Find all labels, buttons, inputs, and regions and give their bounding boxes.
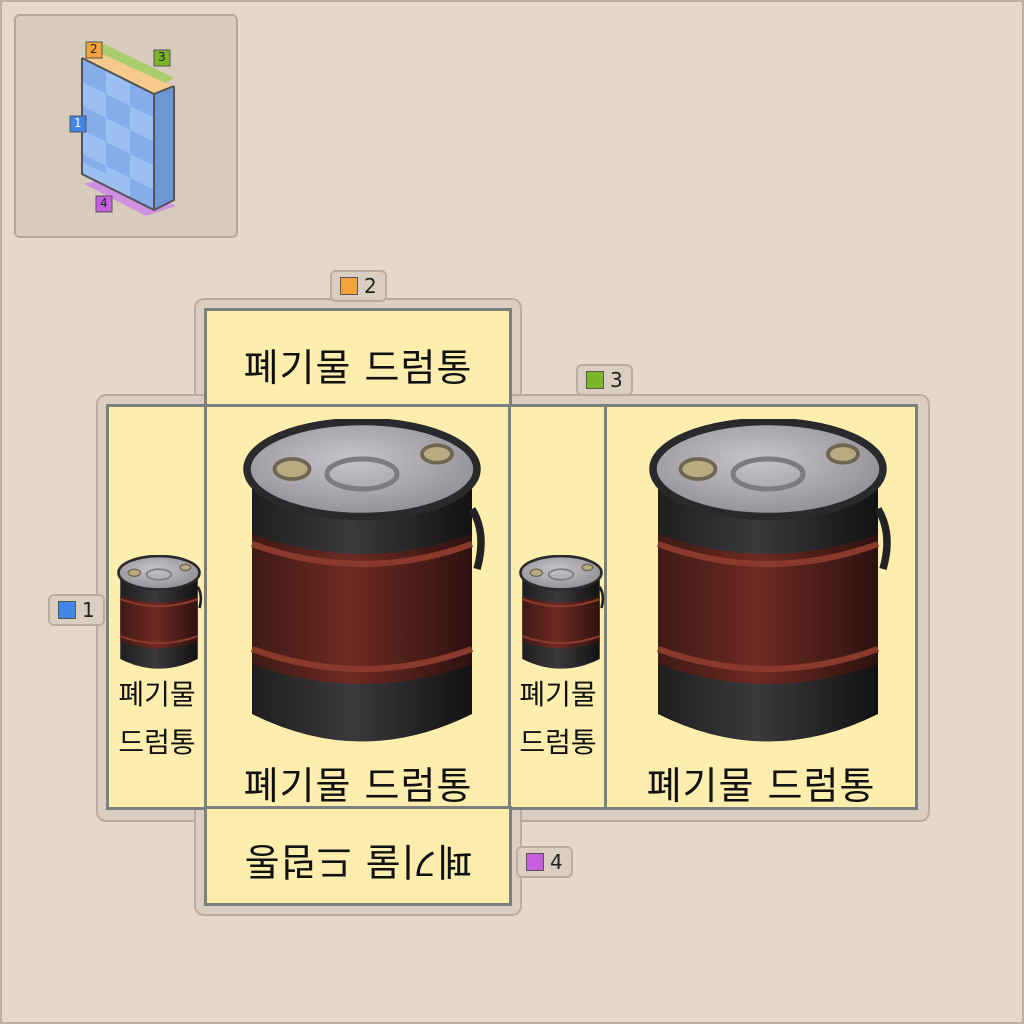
- tab-face-3-label: 3: [610, 368, 623, 392]
- tab-face-3[interactable]: 3: [576, 364, 633, 396]
- waste-drum-icon: [117, 555, 203, 670]
- face-4-swatch: [526, 853, 544, 871]
- panel-right-side[interactable]: 폐기물 드럼통: [508, 404, 608, 810]
- panel-back[interactable]: 폐기물 드럼통: [604, 404, 918, 810]
- panel-left-label-1: 폐기물: [118, 678, 196, 711]
- panel-top[interactable]: 폐기물 드럼통: [204, 308, 512, 408]
- panel-front-label: 폐기물 드럼통: [243, 764, 473, 808]
- tab-face-4[interactable]: 4: [516, 846, 573, 878]
- panel-right-label-1: 폐기물: [519, 678, 597, 711]
- preview-badge-4: 4: [100, 196, 108, 210]
- panel-bottom-label: 폐기물 드럼통: [243, 839, 473, 883]
- panel-top-label: 폐기물 드럼통: [243, 346, 473, 390]
- waste-drum-icon: [519, 555, 605, 670]
- box-preview-icon: [69, 41, 176, 216]
- face-2-swatch: [340, 277, 358, 295]
- tab-face-1[interactable]: 1: [48, 594, 105, 626]
- tab-face-4-label: 4: [550, 850, 563, 874]
- panel-back-label: 폐기물 드럼통: [646, 764, 876, 808]
- tab-face-2-label: 2: [364, 274, 377, 298]
- waste-drum-icon: [237, 419, 487, 759]
- box-preview: 2 3 1 4: [14, 14, 238, 238]
- preview-badge-1: 1: [74, 116, 82, 130]
- face-3-swatch: [586, 371, 604, 389]
- panel-bottom[interactable]: 폐기물 드럼통: [204, 806, 512, 906]
- tab-face-2[interactable]: 2: [330, 270, 387, 302]
- preview-badge-2: 2: [90, 42, 98, 56]
- face-1-swatch: [58, 601, 76, 619]
- panel-left-label-2: 드럼통: [118, 726, 196, 759]
- preview-badge-3: 3: [158, 50, 166, 64]
- waste-drum-icon: [643, 419, 893, 759]
- panel-right-label-2: 드럼통: [519, 726, 597, 759]
- tab-face-1-label: 1: [82, 598, 95, 622]
- panel-left-side[interactable]: 폐기물 드럼통: [106, 404, 208, 810]
- panel-front[interactable]: 폐기물 드럼통: [204, 404, 512, 810]
